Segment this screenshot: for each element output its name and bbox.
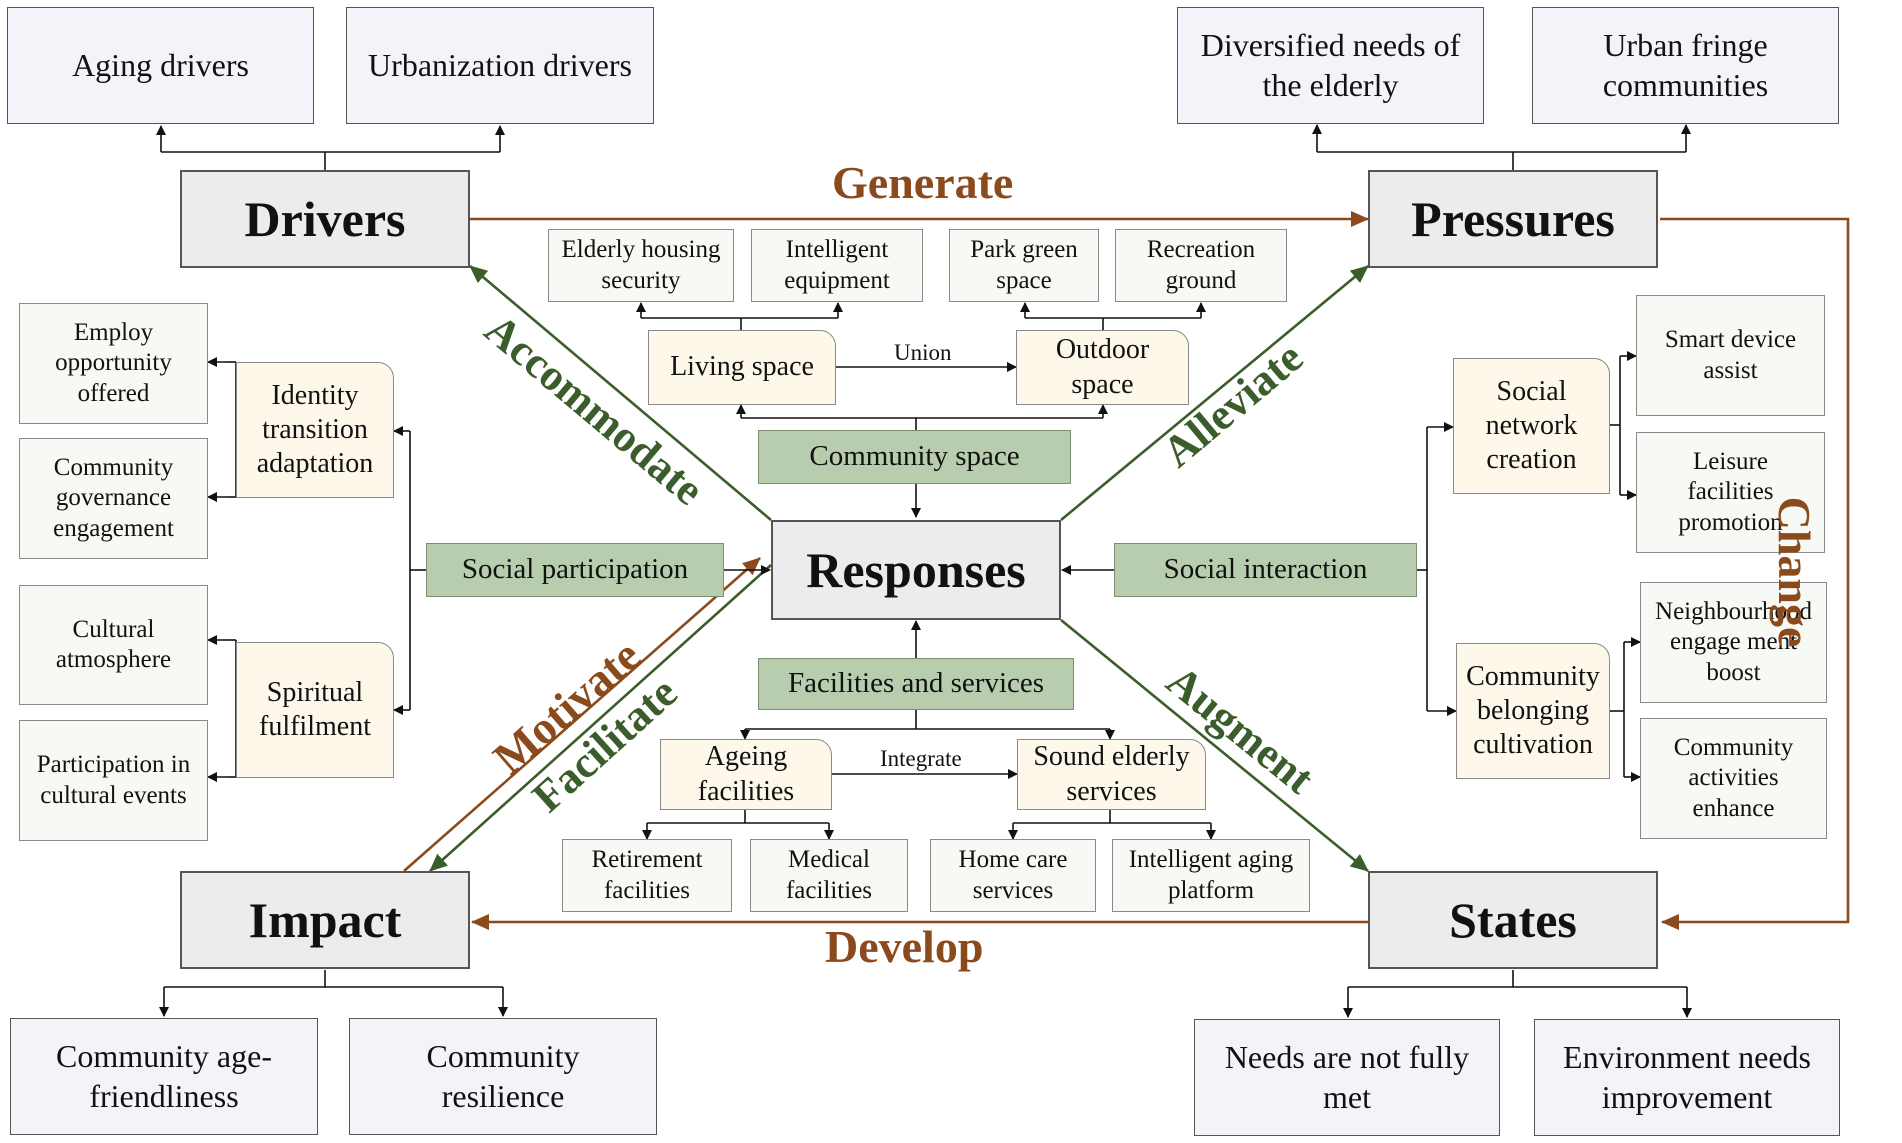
brown-flows (403, 211, 1850, 930)
drivers-node: Drivers (180, 170, 470, 268)
aging-drivers-box: Aging drivers (7, 7, 314, 124)
environment-needs-box: Environment needs improvement (1534, 1019, 1840, 1136)
social-network-creation-box: Social network creation (1453, 358, 1610, 494)
green-flows (429, 264, 1369, 873)
employ-opportunity-box: Employ opportunity offered (19, 303, 208, 424)
motivate-arrow (403, 557, 761, 872)
needs-not-met-box: Needs are not fully met (1194, 1019, 1500, 1136)
change-label: Change (1769, 496, 1820, 648)
urban-fringe-box: Urban fringe communities (1532, 7, 1839, 124)
elderly-housing-box: Elderly housing security (548, 229, 734, 302)
leisure-facilities-box: Leisure facilities promotion (1636, 432, 1825, 553)
spiritual-fulfilment-box: Spiritual fulfilment (236, 642, 394, 778)
community-age-friendliness-box: Community age-friendliness (10, 1018, 318, 1135)
social-interaction-box: Social interaction (1114, 543, 1417, 597)
community-activities-box: Community activities enhance (1640, 718, 1827, 839)
park-green-space-box: Park green space (949, 229, 1099, 302)
facilities-services-box: Facilities and services (758, 658, 1074, 710)
cultural-atmosphere-box: Cultural atmosphere (19, 585, 208, 705)
integrate-label: Integrate (880, 746, 962, 771)
intelligent-aging-platform-box: Intelligent aging platform (1112, 839, 1310, 912)
develop-label: Develop (825, 921, 984, 972)
living-space-box: Living space (648, 330, 836, 405)
facilitate-arrow (429, 564, 772, 872)
augment-arrow (1060, 618, 1369, 873)
union-label: Union (894, 340, 952, 365)
impact-node: Impact (180, 871, 470, 969)
retirement-facilities-box: Retirement facilities (562, 839, 732, 912)
diversified-needs-box: Diversified needs of the elderly (1177, 7, 1484, 124)
generate-label: Generate (832, 157, 1014, 208)
neighbourhood-engagement-box: Neighbourhood engage ment boost (1640, 582, 1827, 703)
responses-node: Responses (771, 520, 1061, 620)
community-space-box: Community space (758, 430, 1071, 484)
intelligent-equipment-box: Intelligent equipment (751, 229, 923, 302)
outdoor-space-box: Outdoor space (1016, 330, 1189, 405)
social-participation-box: Social participation (426, 543, 724, 597)
participation-cultural-events-box: Participation in cultural events (19, 720, 208, 841)
accommodate-arrow (469, 265, 772, 521)
smart-device-assist-box: Smart device assist (1636, 295, 1825, 416)
recreation-ground-box: Recreation ground (1115, 229, 1287, 302)
pressures-node: Pressures (1368, 170, 1658, 268)
urbanization-drivers-box: Urbanization drivers (346, 7, 654, 124)
sound-elderly-services-box: Sound elderly services (1017, 739, 1206, 810)
community-resilience-box: Community resilience (349, 1018, 657, 1135)
home-care-services-box: Home care services (930, 839, 1096, 912)
tree-connectors (156, 124, 1692, 1018)
change-arrow (1660, 217, 1850, 930)
alleviate-arrow (1060, 264, 1369, 522)
identity-transition-box: Identity transition adaptation (236, 362, 394, 498)
medical-facilities-box: Medical facilities (750, 839, 908, 912)
states-node: States (1368, 871, 1658, 969)
community-governance-box: Community governance engagement (19, 438, 208, 559)
community-belonging-box: Community belonging cultivation (1456, 643, 1610, 779)
ageing-facilities-box: Ageing facilities (660, 739, 832, 810)
